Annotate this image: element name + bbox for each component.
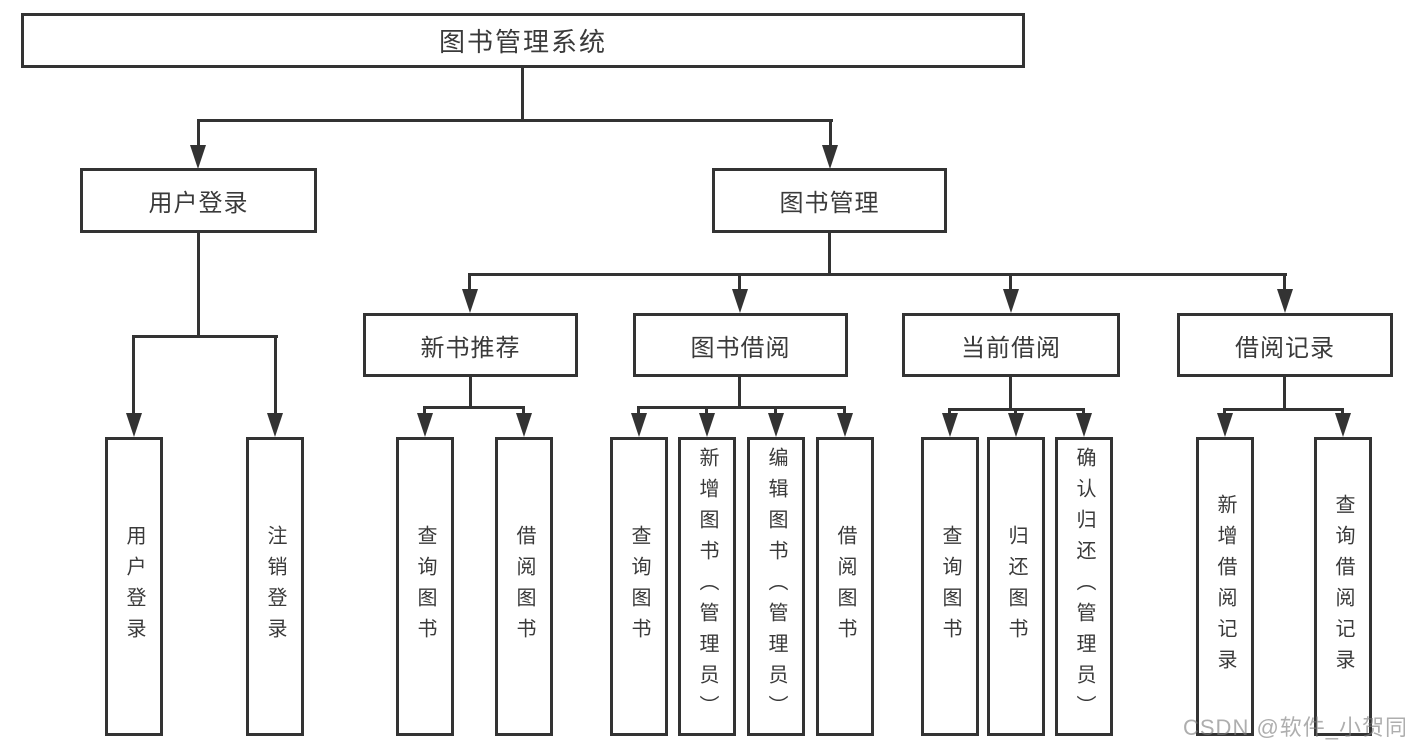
leaf-return-book: 归还图书 — [987, 437, 1045, 736]
leaf-edit-book-admin: 编辑图书（管理员） — [747, 437, 805, 736]
arrow-down-icon — [126, 413, 142, 437]
arrow-down-icon — [1003, 289, 1019, 313]
leaf-borrow-books: 借阅图书 — [816, 437, 874, 736]
connector-line — [423, 406, 426, 416]
node-book-management: 图书管理 — [712, 168, 947, 233]
node-borrow-records-label: 借阅记录 — [1235, 334, 1335, 362]
arrow-down-icon — [417, 413, 433, 437]
watermark: CSDN @软件_小贺同学 — [1183, 715, 1405, 740]
connector-line — [738, 377, 741, 409]
node-new-book-recommend: 新书推荐 — [363, 313, 578, 377]
connector-line — [705, 406, 708, 416]
arrow-down-icon — [837, 413, 853, 437]
node-user-login-label: 用户登录 — [148, 190, 249, 217]
connector-line — [829, 119, 832, 147]
leaf-query-books-recommend-label: 查询图书 — [414, 524, 436, 649]
leaf-add-book-admin: 新增图书（管理员） — [678, 437, 736, 736]
connector-line — [522, 406, 525, 416]
leaf-query-books-borrow: 查询图书 — [610, 437, 668, 736]
leaf-query-books-current: 查询图书 — [921, 437, 979, 736]
arrow-down-icon — [631, 413, 647, 437]
connector-line — [468, 273, 471, 291]
connector-line — [197, 119, 200, 147]
leaf-user-login: 用户登录 — [105, 437, 163, 736]
connector-line — [738, 273, 741, 291]
leaf-query-books-recommend: 查询图书 — [396, 437, 454, 736]
leaf-borrow-books-label: 借阅图书 — [834, 524, 856, 649]
leaf-borrow-books-recommend: 借阅图书 — [495, 437, 553, 736]
leaf-logout-label: 注销登录 — [264, 524, 286, 649]
connector-line — [469, 273, 1287, 276]
node-current-borrow-label: 当前借阅 — [961, 334, 1061, 362]
arrow-down-icon — [1008, 413, 1024, 437]
arrow-down-icon — [516, 413, 532, 437]
leaf-query-books-current-label: 查询图书 — [939, 524, 961, 649]
connector-line — [274, 335, 277, 415]
node-current-borrow: 当前借阅 — [902, 313, 1120, 377]
connector-line — [1283, 273, 1286, 291]
leaf-user-login-label: 用户登录 — [123, 524, 145, 649]
arrow-down-icon — [1277, 289, 1293, 313]
connector-line — [828, 233, 831, 276]
connector-line — [1283, 377, 1286, 411]
leaf-query-books-borrow-label: 查询图书 — [628, 524, 650, 649]
leaf-confirm-return-admin: 确认归还（管理员） — [1055, 437, 1113, 736]
connector-line — [132, 335, 135, 415]
node-borrow-records: 借阅记录 — [1177, 313, 1393, 377]
arrow-down-icon — [1076, 413, 1092, 437]
leaf-add-borrow-record-label: 新增借阅记录 — [1214, 493, 1236, 680]
connector-line — [197, 119, 833, 122]
leaf-return-book-label: 归还图书 — [1005, 524, 1027, 649]
connector-line — [521, 68, 524, 122]
connector-line — [1009, 273, 1012, 291]
node-book-borrow-label: 图书借阅 — [690, 334, 791, 362]
connector-line — [197, 233, 200, 338]
node-new-book-recommend-label: 新书推荐 — [420, 334, 521, 362]
leaf-edit-book-admin-label: 编辑图书（管理员） — [765, 447, 787, 726]
leaf-add-book-admin-label: 新增图书（管理员） — [696, 447, 718, 726]
arrow-down-icon — [462, 289, 478, 313]
connector-line — [1223, 408, 1344, 411]
connector-line — [1341, 408, 1344, 416]
node-book-management-label: 图书管理 — [779, 190, 880, 217]
arrow-down-icon — [267, 413, 283, 437]
connector-line — [423, 406, 525, 409]
connector-line — [637, 406, 640, 416]
node-root-system: 图书管理系统 — [21, 13, 1025, 68]
arrow-down-icon — [768, 413, 784, 437]
arrow-down-icon — [942, 413, 958, 437]
connector-line — [469, 377, 472, 409]
connector-line — [1009, 377, 1012, 411]
connector-line — [132, 335, 278, 338]
arrow-down-icon — [190, 145, 206, 169]
connector-line — [1082, 408, 1085, 416]
arrow-down-icon — [699, 413, 715, 437]
arrow-down-icon — [1217, 413, 1233, 437]
node-user-login: 用户登录 — [80, 168, 317, 233]
leaf-add-borrow-record: 新增借阅记录 — [1196, 437, 1254, 736]
leaf-query-borrow-record-label: 查询借阅记录 — [1332, 493, 1354, 680]
leaf-query-borrow-record: 查询借阅记录 — [1314, 437, 1372, 736]
node-book-borrow: 图书借阅 — [633, 313, 848, 377]
arrow-down-icon — [1335, 413, 1351, 437]
connector-line — [637, 406, 846, 409]
arrow-down-icon — [732, 289, 748, 313]
leaf-confirm-return-admin-label: 确认归还（管理员） — [1073, 447, 1095, 726]
connector-line — [948, 408, 951, 416]
leaf-borrow-books-recommend-label: 借阅图书 — [513, 524, 535, 649]
connector-line — [774, 406, 777, 416]
connector-line — [1014, 408, 1017, 416]
connector-line — [1223, 408, 1226, 416]
connector-line — [843, 406, 846, 416]
arrow-down-icon — [822, 145, 838, 169]
node-root-label: 图书管理系统 — [438, 27, 607, 57]
leaf-logout: 注销登录 — [246, 437, 304, 736]
